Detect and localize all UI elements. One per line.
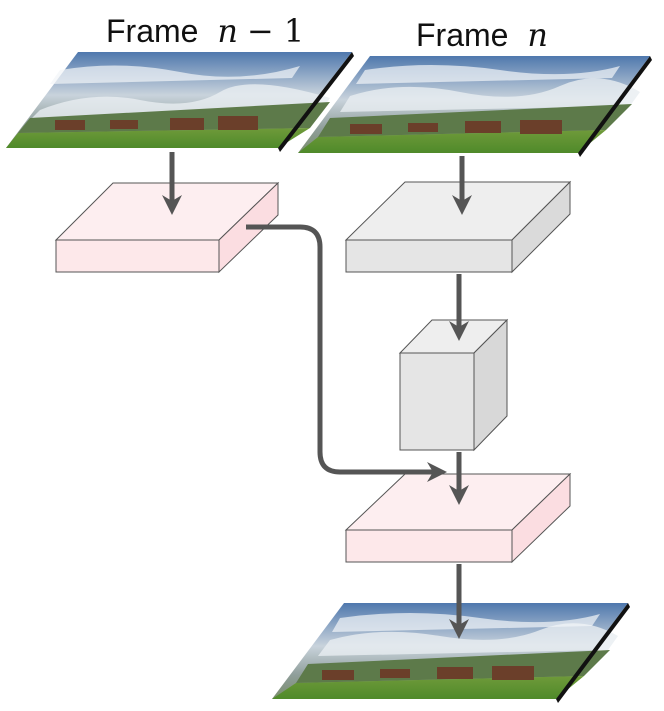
arrows [162,152,472,639]
frame-prev-image [6,52,354,152]
gray-feature-block [344,180,572,274]
frame-curr-image [298,56,652,157]
gray-cube-block [398,318,509,452]
pink-feature-block-prev [54,181,280,274]
output-image [272,603,630,703]
frame-curr-label: Frame n [416,16,548,54]
frame-prev-label: Frame n − 1 [106,12,304,50]
arrow-skip-connection [246,224,447,482]
